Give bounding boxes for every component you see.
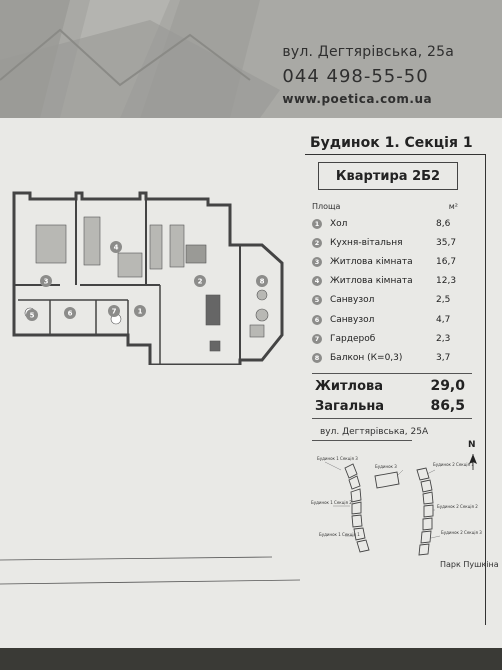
room-badge-7 — [108, 305, 120, 317]
room-number-badge: 5 — [312, 295, 322, 306]
room-badge-text: 8 — [260, 278, 265, 286]
room-name: Балкон (К=0,3) — [330, 352, 403, 363]
room-number-badge: 2 — [312, 237, 322, 248]
divider — [312, 373, 472, 374]
room-name: Санвузол — [330, 295, 375, 306]
room-badge-text: 5 — [30, 312, 35, 320]
room-number-badge: 8 — [312, 352, 322, 363]
divider — [312, 440, 412, 441]
writing-lines — [0, 556, 300, 585]
room-row: 3 Житлова кімната 16,7 — [312, 252, 458, 271]
room-area: 2,5 — [436, 295, 451, 306]
room-badge-8 — [256, 275, 268, 287]
area-table: 1 Хол 8,6 2 Кухня-вітальня 35,7 3 Житлов… — [312, 214, 458, 368]
room-badge-6 — [64, 307, 76, 319]
room-number-badge: 1 — [312, 218, 322, 229]
building-title: Будинок 1. Секція 1 — [310, 135, 473, 151]
room-row: 2 Кухня-вітальня 35,7 — [312, 233, 458, 252]
room-row: 1 Хол 8,6 — [312, 214, 458, 233]
room-name: Гардероб — [330, 333, 376, 344]
park-label: Парк Пушкіна — [440, 560, 499, 569]
header-phone: 044 498-55-50 — [282, 66, 429, 87]
room-name: Житлова кімната — [330, 256, 413, 267]
room-number-badge: 7 — [312, 333, 322, 344]
room-name: Кухня-вітальня — [330, 237, 403, 248]
total-area-row: Загальна 86,5 — [315, 396, 475, 416]
room-row: 7 Гардероб 2,3 — [312, 329, 458, 348]
room-badge-text: 1 — [138, 308, 143, 316]
room-badge-3 — [40, 275, 52, 287]
map-label: Будинок 1 Секція 1 — [319, 532, 360, 537]
room-area: 3,7 — [436, 352, 451, 363]
header-street: вул. Дегтярівська, 25а — [282, 44, 454, 60]
map-label: Будинок 1 Секція 2 — [311, 500, 352, 505]
header-website: www.poetica.com.ua — [282, 92, 433, 106]
info-frame — [305, 154, 486, 625]
totals-block: Житлова 29,0 Загальна 86,5 — [315, 376, 475, 416]
room-badge-2 — [194, 275, 206, 287]
room-badge-text: 6 — [68, 310, 73, 318]
room-badge-text: 4 — [114, 244, 119, 252]
living-area-value: 29,0 — [430, 378, 465, 394]
living-area-row: Житлова 29,0 — [315, 376, 475, 396]
room-name: Житлова кімната — [330, 276, 413, 287]
header-band: вул. Дегтярівська, 25а 044 498-55-50 www… — [0, 0, 502, 118]
map-label: Будинок 2 Секція 1 — [433, 462, 474, 467]
divider — [312, 418, 472, 419]
room-area: 2,3 — [436, 333, 451, 344]
room-badge-1 — [134, 305, 146, 317]
area-table-header: Площа м² — [312, 202, 458, 211]
area-label: Площа — [312, 202, 341, 211]
site-map: Будинок 1 Секція 3 Будинок 3 Будинок 2 С… — [311, 454, 482, 556]
room-row: 6 Санвузол 4,7 — [312, 310, 458, 329]
room-area: 16,7 — [436, 256, 457, 267]
room-area: 12,3 — [436, 276, 457, 287]
room-badge-5 — [26, 309, 38, 321]
room-name: Хол — [330, 218, 348, 229]
north-label: N — [468, 440, 476, 450]
room-area: 35,7 — [436, 237, 457, 248]
room-area: 4,7 — [436, 314, 451, 325]
room-badge-text: 3 — [44, 278, 49, 286]
room-badge-text: 2 — [198, 278, 203, 286]
map-label: Будинок 3 — [375, 464, 397, 469]
brochure-page: вул. Дегтярівська, 25а 044 498-55-50 www… — [0, 0, 502, 648]
living-area-label: Житлова — [315, 378, 384, 394]
map-label: Будинок 2 Секція 2 — [437, 504, 478, 509]
map-street-label: вул. Дегтярівська, 25А — [320, 427, 429, 437]
contact-block: вул. Дегтярівська, 25а 044 498-55-50 www… — [282, 44, 454, 106]
total-area-label: Загальна — [315, 398, 385, 414]
room-area: 8,6 — [436, 218, 451, 229]
room-row: 4 Житлова кімната 12,3 — [312, 272, 458, 291]
room-number-badge: 6 — [312, 314, 322, 325]
map-label: Будинок 1 Секція 3 — [317, 456, 358, 461]
map-label: Будинок 2 Секція 3 — [441, 530, 482, 535]
room-row: 8 Балкон (К=0,3) 3,7 — [312, 348, 458, 367]
room-number-badge: 3 — [312, 256, 322, 267]
floor-plan: 1 2 3 4 5 6 7 8 — [12, 191, 284, 365]
room-name: Санвузол — [330, 314, 375, 325]
apartment-title: Квартира 2Б2 — [318, 162, 458, 190]
total-area-value: 86,5 — [430, 398, 465, 414]
header-pattern — [0, 0, 280, 118]
area-unit: м² — [448, 202, 458, 211]
room-row: 5 Санвузол 2,5 — [312, 291, 458, 310]
room-badge-4 — [110, 241, 122, 253]
room-number-badge: 4 — [312, 276, 322, 287]
room-badge-text: 7 — [112, 308, 117, 316]
